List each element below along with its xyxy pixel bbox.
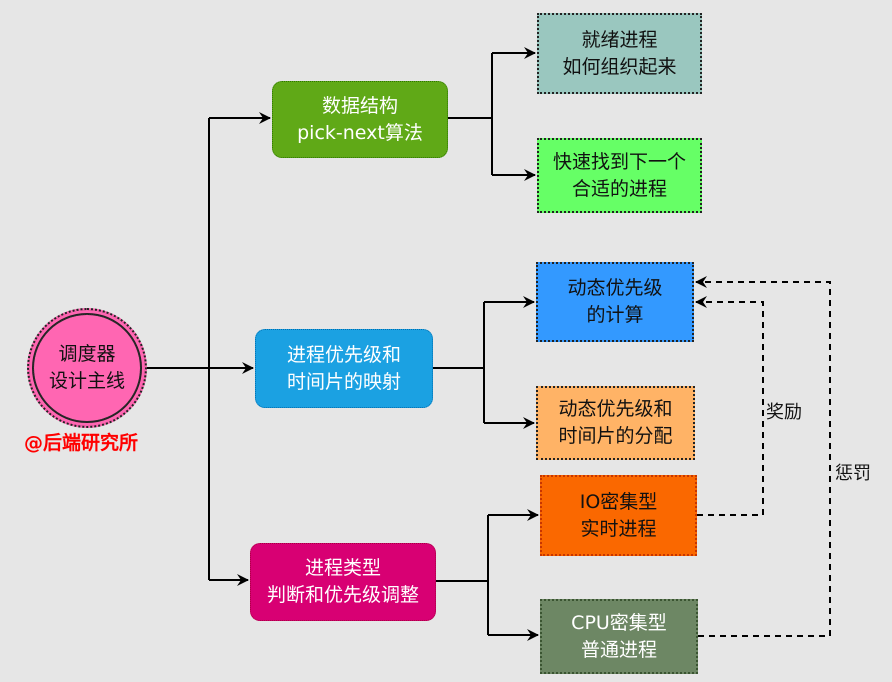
node-data-structure[interactable]: 数据结构 pick-next算法 [272, 81, 448, 158]
node-process-type-label: 进程类型 判断和优先级调整 [266, 557, 419, 606]
root-node-scheduler[interactable]: 调度器 设计主线 [27, 308, 147, 428]
node-cpu-bound[interactable]: CPU密集型 普通进程 [540, 599, 698, 674]
node-priority-mapping-label: 进程优先级和 时间片的映射 [286, 343, 401, 393]
node-io-bound[interactable]: IO密集型 实时进程 [540, 475, 697, 556]
watermark-label: @后端研究所 [24, 432, 139, 454]
edge-label-penalty: 惩罚 [835, 463, 871, 484]
node-ready-queue[interactable]: 就绪进程 如何组织起来 [537, 13, 702, 94]
node-ready-queue-label: 就绪进程 如何组织起来 [562, 28, 677, 78]
node-dynamic-priority[interactable]: 动态优先级 的计算 [536, 262, 694, 342]
node-dynamic-priority-label: 动态优先级 的计算 [567, 277, 663, 326]
root-node-label: 调度器 设计主线 [48, 343, 125, 392]
edge-label-reward: 奖励 [766, 402, 802, 423]
node-data-structure-label: 数据结构 pick-next算法 [297, 94, 423, 144]
edge-reward-dashed [695, 296, 764, 516]
node-find-next[interactable]: 快速找到下一个 合适的进程 [537, 138, 702, 213]
node-process-type[interactable]: 进程类型 判断和优先级调整 [250, 543, 436, 621]
node-io-bound-label: IO密集型 实时进程 [579, 490, 658, 540]
node-cpu-bound-label: CPU密集型 普通进程 [571, 611, 667, 661]
edge-penalty-dashed [695, 276, 831, 637]
node-timeslice-allocation[interactable]: 动态优先级和 时间片的分配 [536, 386, 695, 460]
node-priority-mapping[interactable]: 进程优先级和 时间片的映射 [255, 329, 433, 408]
node-find-next-label: 快速找到下一个 合适的进程 [552, 150, 686, 200]
node-timeslice-allocation-label: 动态优先级和 时间片的分配 [558, 398, 673, 447]
